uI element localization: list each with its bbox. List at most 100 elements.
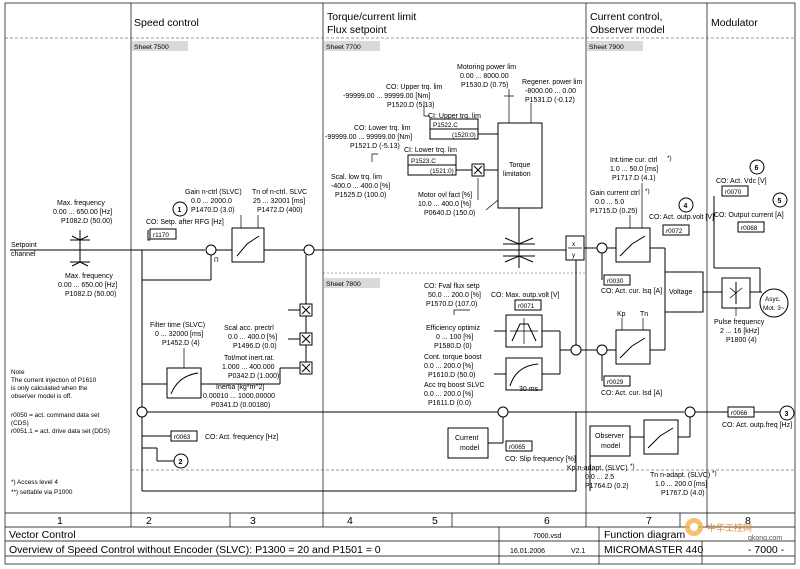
observer-model-1: Observer (595, 433, 624, 440)
gain-cur-label: Gain current ctrl (590, 190, 640, 197)
act-outp-freq-label: CO: Act. outp.freq [Hz] (722, 422, 792, 429)
isd-label: CO: Act. cur. Isd [A] (601, 390, 662, 397)
header-speed-control: Speed control (134, 17, 199, 29)
watermark-cn: 中华工控网 (707, 522, 752, 533)
cds-note-1: r0050 = act. command data set (11, 412, 100, 419)
scal-low-trq-range: -400.0 ... 400.0 [%] (331, 183, 390, 190)
tot-inert-param: P0342.D (1.000) (228, 373, 279, 380)
max-freq-range-top: 0.00 ... 650.00 [Hz] (53, 209, 112, 216)
footer-col-7: 7 (646, 515, 652, 527)
footer-overview-title: Overview of Speed Control without Encode… (9, 544, 381, 556)
fval-flux-label: CO: Fval flux setp (424, 283, 480, 290)
pulse-freq-label: Pulse frequency (714, 319, 765, 326)
footer-col-8: 8 (745, 515, 751, 527)
pi-symbol: Π (214, 257, 219, 264)
div-x: x (572, 241, 576, 248)
r0068-connector: r0068 (741, 225, 758, 232)
tot-inert-range: 1.000 ... 400.000 (222, 364, 275, 371)
motor-ovl-param: P0640.D (150.0) (424, 210, 475, 217)
scal-acc-label: Scal acc. prectrl (224, 325, 274, 332)
kp-nadapt-label: Kp n-adapt. (SLVC) (567, 465, 628, 472)
pulse-freq-range: 2 ... 16 [kHz] (720, 328, 759, 335)
eff-optimiz-range: 0 ... 100 [%] (436, 334, 473, 341)
scal-low-trq-param: P1525.D (100.0) (335, 192, 386, 199)
torque-limitation-1: Torque (509, 162, 531, 169)
scal-low-trq-label: Scal. low trq. lim (331, 174, 382, 181)
note-line-1: Note (11, 369, 25, 376)
marker-3: 3 (785, 411, 789, 418)
acc-boost-param: P1611.D (0.0) (428, 400, 471, 407)
max-freq-label-top: Max. frequency (57, 200, 105, 207)
kp-nadapt-star: *) (630, 463, 635, 470)
motor-ovl-label: Motor ovl fact [%] (418, 192, 472, 199)
footer-col-4: 4 (347, 515, 353, 527)
motoring-power-range: 0.00 ... 8000.00 (460, 73, 509, 80)
footnote-access-level: *) Access level 4 (11, 479, 58, 486)
tn-nadapt-param: P1767.D (4.0) (661, 490, 705, 497)
gain-cur-param: P1715.D (0.25) (590, 208, 637, 215)
eff-optimiz-label: Efficiency optimiz (426, 325, 480, 332)
act-frequency-label: CO: Act. frequency [Hz] (205, 434, 278, 441)
sheet-7800: Sheet 7800 (326, 281, 361, 288)
upper-trq-lim-range: -99999.00 ... 99999.00 [Nm] (343, 93, 430, 100)
r0071-connector: r0071 (518, 303, 535, 310)
fval-flux-param: P1570.D (107.0) (426, 301, 477, 308)
marker-5: 5 (778, 198, 782, 205)
setpoint-label: Setpoint (11, 242, 37, 249)
voltage-block-label: Voltage (669, 289, 692, 296)
marker-2: 2 (179, 459, 183, 466)
tot-inert-label: Tot/mot inert.rat. (224, 355, 275, 362)
header-flux-setpoint: Flux setpoint (327, 24, 387, 36)
gain-nctrl-range: 0.0 ... 2000.0 (191, 198, 232, 205)
int-time-range: 1.0 ... 50.0 [ms] (610, 166, 658, 173)
max-freq-param-top: P1082.D (50.00) (61, 218, 112, 225)
filter-time-range: 0 ... 32000 [ms] (155, 331, 203, 338)
div-y: y (572, 252, 576, 259)
current-model-1: Current (455, 435, 478, 442)
motor-ovl-range: 10.0 ... 400.0 [%] (418, 201, 471, 208)
lower-trq-lim-range: -99999.00 ... 99999.00 [Nm] (325, 134, 412, 141)
setp-after-rfg-label: CO: Setp. after RFG [Hz] (146, 219, 224, 226)
int-time-param: P1717.D (4.1) (612, 175, 656, 182)
pulse-freq-param: P1800 (4) (726, 337, 757, 344)
scal-acc-param: P1496.D (0.0) (233, 343, 277, 350)
gain-cur-range: 0.0 ... 5.0 (595, 199, 624, 206)
tn-nadapt-star: *) (712, 470, 717, 477)
r0063-connector: r0063 (174, 434, 191, 441)
upper-trq-lim-param: P1520.D (5.13) (387, 102, 434, 109)
sheet-7900: Sheet 7900 (589, 44, 624, 51)
upper-trq-lim-label: CO: Upper trq. lim (386, 84, 443, 91)
act-outp-volt-label: CO: Act. outp.volt [V] (649, 214, 714, 221)
cont-boost-range: 0.0 ... 200.0 [%] (424, 363, 473, 370)
max-freq-label-bottom: Max. frequency (65, 273, 113, 280)
marker-4: 4 (684, 203, 688, 210)
sheet-7500: Sheet 7500 (134, 44, 169, 51)
slip-frequency-label: CO: Slip frequency [%] (505, 456, 576, 463)
r0065-connector: r0065 (509, 444, 526, 451)
int-time-label: Int.time cur. ctrl (610, 157, 658, 164)
header-modulator: Modulator (711, 17, 758, 29)
dds-note: r0051.1 = act. drive data set (DDS) (11, 428, 110, 435)
note-line-3: is only calculated when the (11, 385, 88, 392)
torque-limitation-2: limitation (503, 171, 531, 178)
footer-vsd-file: 7000.vsd (533, 533, 562, 540)
fval-flux-range: 50.0 ... 200.0 [%] (428, 292, 481, 299)
observer-model-2: model (601, 443, 621, 450)
eff-optimiz-param: P1580.D (0) (434, 343, 472, 350)
tn-nadapt-label: Tn n-adapt. (SLVC) (650, 472, 710, 479)
gain-nctrl-param: P1470.D (3.0) (191, 207, 235, 214)
header-current-control: Current control, (590, 11, 662, 23)
ci-lower-trq-label: CI: Lower trq. lim (404, 147, 457, 154)
tn-label: Tn (640, 311, 648, 318)
tn-nctrl-param: P1472.D (400) (257, 207, 303, 214)
footer-col-3: 3 (250, 515, 256, 527)
motoring-power-param: P1530.D (0.75) (461, 82, 508, 89)
footer-version: V2.1 (571, 548, 586, 555)
footer-micromaster: MICROMASTER 440 (604, 544, 703, 556)
footnote-settable: **) settable via P1000 (11, 489, 73, 496)
sheet-7700: Sheet 7700 (326, 44, 361, 51)
cont-boost-label: Cont. torque boost (424, 354, 482, 361)
filter-time-param: P1452.D (4) (162, 340, 200, 347)
regener-power-param: P1531.D (-0.12) (525, 97, 575, 104)
